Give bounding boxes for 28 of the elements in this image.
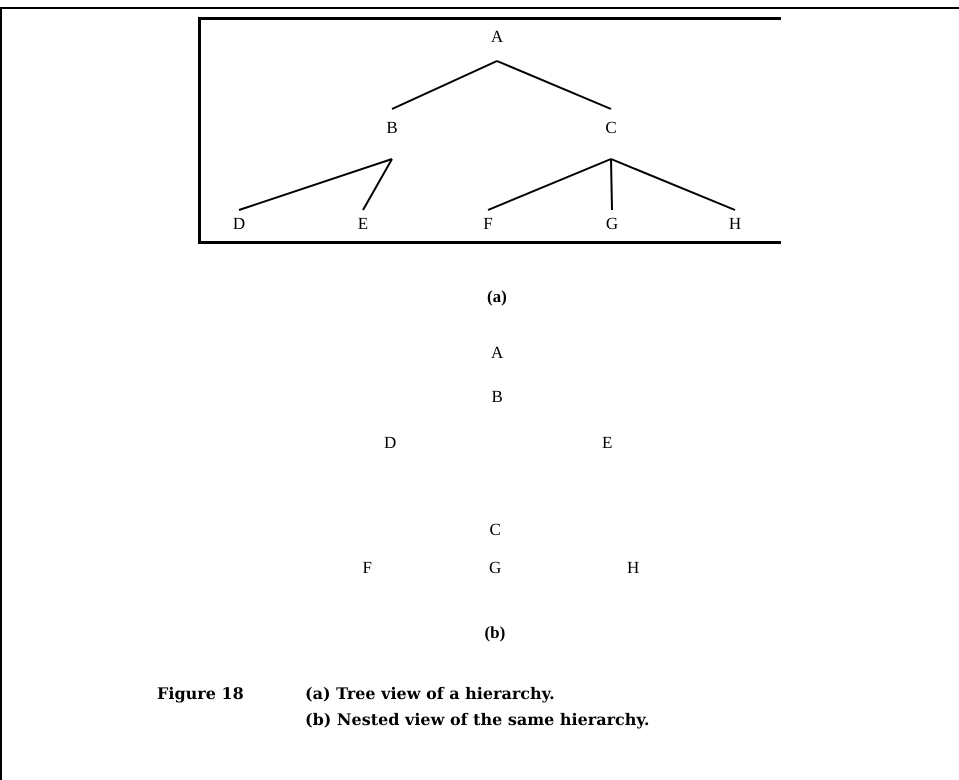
nested-letter: A [491,343,504,363]
node-letter: A [490,27,504,47]
nested-letter: E [602,433,612,453]
tree-line [496,60,612,110]
tree-line [362,158,393,210]
node-letter: F [483,214,493,234]
node-letter: H [728,214,742,234]
node-letter: D [232,214,246,234]
nested-letter: C [490,520,501,540]
tree-line [392,60,498,110]
tree-line [610,158,736,211]
panel-label: (b) [484,623,506,643]
tree-line [610,158,613,210]
panel-label: (a) [487,287,507,307]
caption-line: (b) Nested view of the same hierarchy. [305,710,650,730]
nested-letter: H [627,558,640,578]
node-letter: C [605,118,617,138]
node-letter: G [606,214,618,234]
caption-line: (a) Tree view of a hierarchy. [305,684,555,704]
tree-line [488,158,612,211]
tree-line [238,158,392,211]
node-letter: B [386,118,398,138]
node-letter: E [358,214,368,234]
nested-letter: F [362,558,372,578]
nested-letter: G [489,558,502,578]
figure-number: Figure 18 [157,684,244,704]
nested-letter: D [384,433,396,453]
nested-letter: B [492,387,503,407]
